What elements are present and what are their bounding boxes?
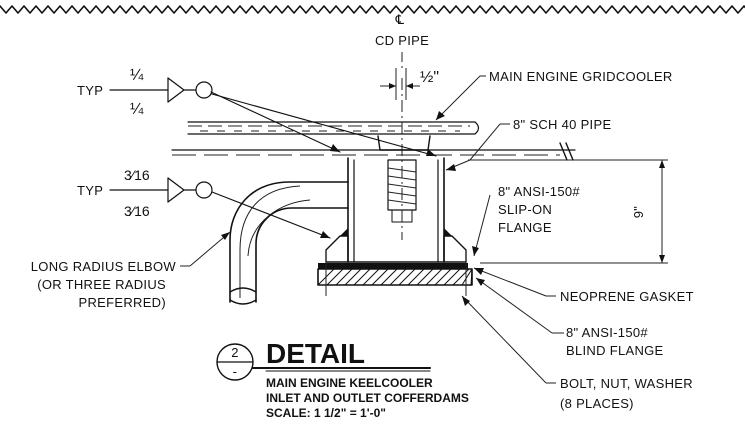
- callout-gasket: NEOPRENE GASKET: [473, 267, 694, 304]
- callout-elbow-line2: (OR THREE RADIUS: [37, 277, 166, 292]
- hatch-line: [470, 268, 473, 286]
- hatch-line: [380, 268, 398, 286]
- weld-symbol-1-typ: TYP: [77, 83, 103, 98]
- callout-blind-flange-line2: BLIND FLANGE: [566, 343, 664, 358]
- callout-blind-flange: 8" ANSI-150# BLIND FLANGE: [475, 277, 664, 358]
- hatch-line: [461, 268, 473, 286]
- centerline-label: CD PIPE: [375, 33, 429, 48]
- height-dimension-value: 9": [631, 206, 646, 219]
- callout-gridcooler: MAIN ENGINE GRIDCOOLER: [435, 69, 673, 121]
- hatch-line: [443, 268, 461, 286]
- hatch-line: [425, 268, 443, 286]
- hatch-line: [416, 268, 434, 286]
- callout-slip-flange-line1: 8" ANSI-150#: [498, 184, 580, 199]
- callout-gasket-text: NEOPRENE GASKET: [560, 289, 694, 304]
- weld-symbol-1-bottom: ¼: [130, 101, 144, 118]
- callout-slip-flange: 8" ANSI-150# SLIP-ON FLANGE: [472, 184, 580, 257]
- blind-flange: [317, 268, 473, 286]
- detail-line1: MAIN ENGINE KEELCOOLER: [266, 376, 433, 390]
- flange-bolts: [325, 250, 467, 296]
- callout-elbow: LONG RADIUS ELBOW (OR THREE RADIUS PREFE…: [31, 231, 231, 310]
- callout-gridcooler-text: MAIN ENGINE GRIDCOOLER: [489, 69, 673, 84]
- hatch-line: [389, 268, 407, 286]
- callout-bolt: BOLT, NUT, WASHER (8 PLACES): [461, 295, 693, 411]
- hatch-line: [362, 268, 380, 286]
- detail-sheet-ref: -: [233, 364, 238, 379]
- weld-symbol-2-top: 3⁄16: [124, 167, 150, 183]
- callout-blind-flange-line1: 8" ANSI-150#: [566, 325, 648, 340]
- hatch-line: [326, 268, 344, 286]
- callout-bolt-line2: (8 PLACES): [560, 396, 634, 411]
- callout-elbow-line3: PREFERRED): [78, 295, 166, 310]
- callout-slip-flange-line3: FLANGE: [498, 220, 552, 235]
- callout-elbow-line1: LONG RADIUS ELBOW: [31, 259, 177, 274]
- detail-heading: DETAIL: [266, 338, 365, 369]
- weld-symbol-1: TYP ¼ ¼: [77, 67, 437, 157]
- detail-number: 2: [231, 345, 239, 360]
- title-block: 2 - DETAIL MAIN ENGINE KEELCOOLER INLET …: [216, 338, 469, 420]
- weld-symbol-1-top: ¼: [130, 67, 144, 84]
- hatch-line: [407, 268, 425, 286]
- weld-symbol-2: TYP 3⁄16 3⁄16: [77, 167, 331, 239]
- hatch-line: [335, 268, 353, 286]
- hatch-line: [434, 268, 452, 286]
- weld-symbol-2-typ: TYP: [77, 183, 103, 198]
- callout-pipe-text: 8" SCH 40 PIPE: [513, 117, 611, 132]
- callout-slip-flange-line2: SLIP-ON: [498, 202, 552, 217]
- hatch-line: [344, 268, 362, 286]
- hatch-line: [353, 268, 371, 286]
- hatch-line: [398, 268, 416, 286]
- detail-scale: SCALE: 1 1/2" = 1'-0": [266, 406, 386, 420]
- hatch-line: [371, 268, 389, 286]
- callout-bolt-line1: BOLT, NUT, WASHER: [560, 376, 693, 391]
- cofferdam-pipe: [347, 157, 445, 263]
- long-radius-elbow: [229, 181, 349, 305]
- offset-dimension-value: ½": [420, 69, 439, 86]
- hull-zigzag-border: [0, 5, 745, 14]
- height-dimension: 9": [468, 159, 668, 264]
- centerline: ℄ CD PIPE: [375, 12, 429, 240]
- offset-dimension: ½": [380, 68, 439, 100]
- callout-pipe: 8" SCH 40 PIPE: [445, 117, 611, 171]
- weld-symbol-2-bottom: 3⁄16: [124, 203, 150, 219]
- centerline-symbol: ℄: [395, 12, 405, 27]
- neoprene-gasket: [318, 263, 468, 269]
- detail-line2: INLET AND OUTLET COFFERDAMS: [266, 391, 469, 405]
- slip-on-flange: [325, 228, 467, 263]
